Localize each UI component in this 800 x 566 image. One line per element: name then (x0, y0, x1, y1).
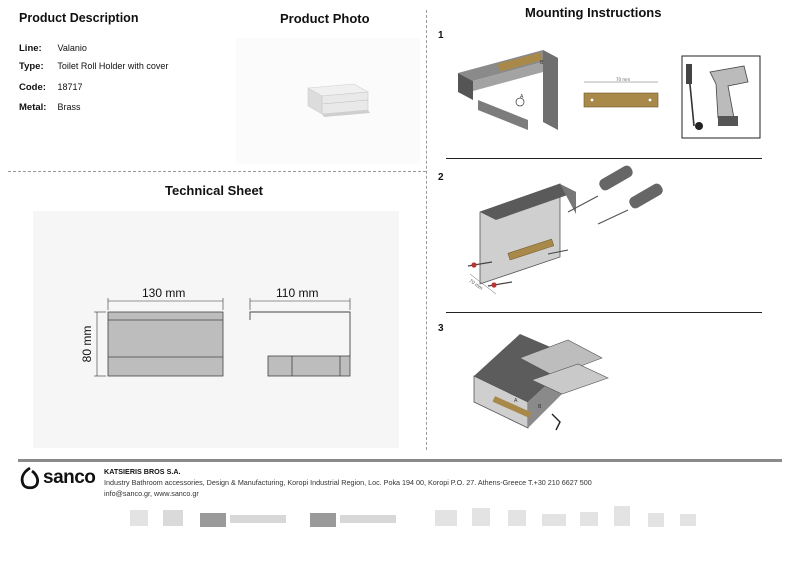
company-info: KATSIERIS BROS S.A. Industry Bathroom ac… (104, 466, 592, 499)
cert-badge-5-icon (580, 512, 598, 526)
spec-value: Toilet Roll Holder with cover (57, 61, 169, 71)
cert-badge-7-icon (648, 513, 664, 527)
product-photo-image (307, 83, 370, 117)
svg-text:B: B (540, 60, 544, 66)
step-1-illustration: A B 70 mm (458, 50, 761, 139)
company-name: KATSIERIS BROS S.A. (104, 467, 181, 476)
spec-value: Valanio (57, 43, 87, 53)
svg-text:A: A (520, 94, 524, 100)
technical-drawing (94, 298, 351, 377)
step-number-3: 3 (438, 323, 444, 334)
dimension-width-label: 130 mm (142, 286, 186, 300)
step-2-illustration (467, 165, 663, 295)
spec-label: Metal: (19, 102, 47, 113)
cert-badge-iso14001-icon (310, 513, 336, 527)
divider-horizontal (8, 171, 426, 172)
company-address: Industry Bathroom accessories, Design & … (104, 478, 592, 487)
spec-row-code: Code: 18717 (19, 82, 83, 93)
svg-text:70 mm: 70 mm (616, 77, 630, 82)
spec-row-metal: Metal: Brass (19, 102, 81, 113)
cert-badge-8-icon (680, 514, 696, 526)
spec-value: 18717 (57, 82, 83, 92)
cert-badge-iso9001-icon (200, 513, 226, 527)
footer-bar (18, 459, 782, 462)
product-description-title: Product Description (19, 11, 139, 25)
product-photo-frame (236, 38, 420, 164)
sanco-logo-icon (20, 466, 40, 490)
step-separator (446, 158, 762, 159)
cert-badge-3-icon (508, 510, 526, 526)
cert-badge-iso14001-text-icon (340, 515, 396, 523)
spec-label: Code: (19, 82, 46, 93)
dimension-height-label: 80 mm (80, 325, 94, 363)
step-number-1: 1 (438, 30, 444, 41)
product-photo-title: Product Photo (280, 11, 370, 26)
step-number-2: 2 (438, 172, 444, 183)
svg-text:B: B (538, 404, 542, 410)
cert-badge-4-icon (542, 514, 566, 526)
spec-label: Line: (19, 43, 42, 54)
spec-row-type: Type: Toilet Roll Holder with cover (19, 61, 168, 72)
brand-name: sanco (43, 467, 96, 488)
cert-badge-quality-icon (163, 510, 183, 526)
step-separator (446, 312, 762, 313)
step-3-illustration: A B (473, 334, 609, 431)
mounting-instructions-title: Mounting Instructions (525, 5, 662, 20)
cert-badge-12-icon (472, 508, 490, 526)
spec-label: Type: (19, 61, 44, 72)
spec-row-line: Line: Valanio (19, 43, 87, 54)
divider-vertical (426, 10, 427, 450)
cert-badge-6-icon (614, 506, 630, 526)
cert-badge-iso9001-text-icon (230, 515, 286, 523)
spec-value: Brass (57, 102, 81, 112)
technical-sheet-title: Technical Sheet (165, 183, 264, 198)
cert-badge-hotel-icon (130, 510, 148, 526)
svg-text:A: A (514, 398, 518, 404)
cert-badge-1-icon (435, 510, 457, 526)
dimension-depth-label: 110 mm (276, 286, 319, 300)
company-contact: info@sanco.gr, www.sanco.gr (104, 489, 199, 498)
